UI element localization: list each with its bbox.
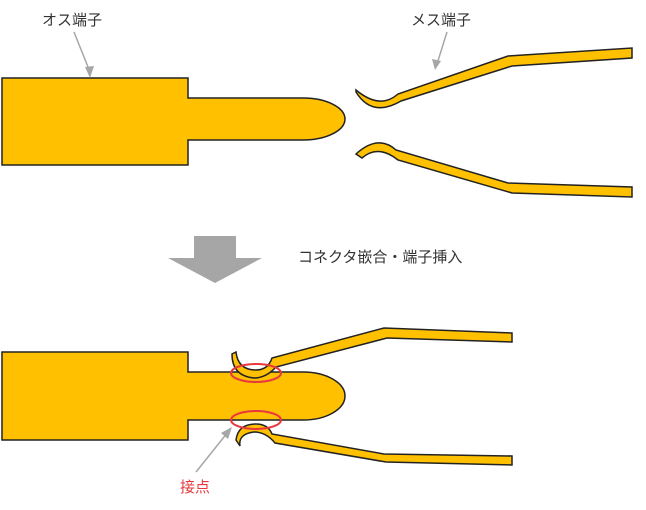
female-terminal-top-upper-arm <box>355 47 633 109</box>
contact-point-label: 接点 <box>180 478 211 496</box>
female-terminal-callout-arrow <box>436 31 448 65</box>
male-terminal-callout-arrowhead <box>85 66 94 78</box>
process-down-arrow <box>168 236 262 283</box>
male-terminal-top <box>1 77 346 166</box>
contact-callout-arrow <box>195 431 229 473</box>
male-terminal-label: オス端子 <box>42 11 103 29</box>
process-step-label: コネクタ嵌合・端子挿入 <box>298 248 463 266</box>
contact-callout-arrowhead <box>221 427 232 439</box>
female-terminal-bottom-lower-arm <box>235 423 513 466</box>
female-terminal-label: メス端子 <box>411 11 472 29</box>
contact-ring-lower <box>230 410 282 430</box>
contact-ring-upper <box>230 363 282 383</box>
male-terminal-callout-arrow <box>73 31 91 73</box>
female-terminal-bottom-upper-arm <box>231 327 513 379</box>
female-terminal-top-lower-arm <box>354 142 633 198</box>
male-terminal-bottom <box>1 351 346 441</box>
female-terminal-callout-arrowhead <box>432 59 441 70</box>
